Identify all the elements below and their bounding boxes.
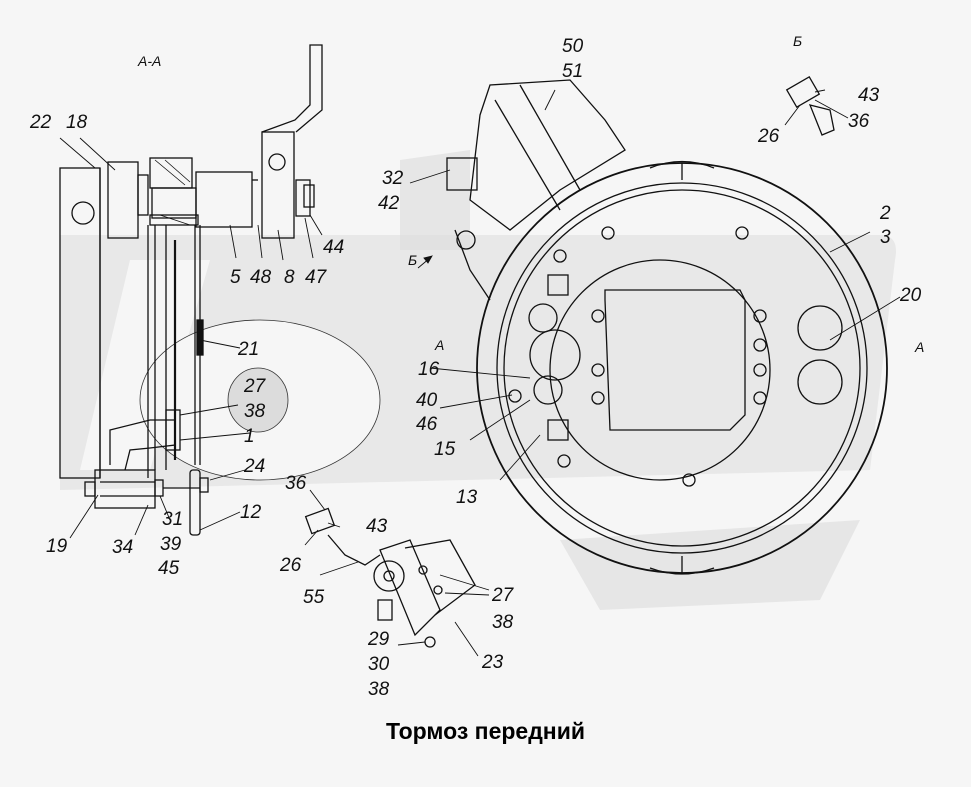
callout-27-bottom: 27 bbox=[492, 585, 514, 606]
leader-lines bbox=[59, 89, 901, 657]
callout-1: 1 bbox=[244, 426, 255, 447]
watermark bbox=[60, 150, 896, 610]
callout-45: 45 bbox=[158, 558, 180, 579]
view-b-label: Б bbox=[793, 33, 803, 49]
callout-43-top: 43 bbox=[858, 85, 880, 106]
callout-18: 18 bbox=[66, 112, 88, 133]
callout-22: 22 bbox=[30, 112, 52, 133]
section-mark-left: А bbox=[435, 337, 445, 353]
callout-42: 42 bbox=[378, 193, 400, 214]
callout-40: 40 bbox=[416, 390, 438, 411]
callout-23: 23 bbox=[482, 652, 504, 673]
callout-46: 46 bbox=[416, 414, 438, 435]
callout-2: 2 bbox=[880, 203, 891, 224]
callout-26-top: 26 bbox=[758, 126, 780, 147]
callout-36-bottom: 36 bbox=[285, 473, 307, 494]
callout-8: 8 bbox=[284, 267, 295, 288]
callout-34: 34 bbox=[112, 537, 134, 558]
brake-drum-drawing bbox=[446, 79, 888, 575]
callout-38-lower: 38 bbox=[368, 679, 390, 700]
callout-43-bottom: 43 bbox=[366, 516, 388, 537]
section-aa-drawing bbox=[59, 44, 323, 536]
callout-3: 3 bbox=[880, 227, 891, 248]
callout-26-bottom: 26 bbox=[280, 555, 302, 576]
callout-38-left: 38 bbox=[244, 401, 266, 422]
lever-bracket-detail bbox=[304, 507, 476, 648]
callout-29: 29 bbox=[368, 629, 390, 650]
callout-32: 32 bbox=[382, 168, 404, 189]
callout-48: 48 bbox=[250, 267, 272, 288]
callout-12: 12 bbox=[240, 502, 262, 523]
callout-13: 13 bbox=[456, 487, 478, 508]
callout-38-bottom: 38 bbox=[492, 612, 514, 633]
callout-50: 50 bbox=[562, 36, 584, 57]
callout-19: 19 bbox=[46, 536, 68, 557]
callout-21: 21 bbox=[238, 339, 260, 360]
callout-20: 20 bbox=[900, 285, 922, 306]
section-mark-right: А bbox=[915, 339, 925, 355]
callout-39: 39 bbox=[160, 534, 182, 555]
callout-31: 31 bbox=[162, 509, 184, 530]
section-aa-label: А-А bbox=[138, 53, 162, 69]
callout-55: 55 bbox=[303, 587, 325, 608]
callout-44: 44 bbox=[323, 237, 345, 258]
diagram-title: Тормоз передний bbox=[386, 718, 585, 744]
view-b-arrow-label: Б bbox=[408, 252, 418, 268]
callout-15: 15 bbox=[434, 439, 456, 460]
callout-47: 47 bbox=[305, 267, 327, 288]
view-b-detail bbox=[785, 75, 835, 136]
callout-36-top: 36 bbox=[848, 111, 870, 132]
callout-27-left: 27 bbox=[244, 376, 266, 397]
callout-51: 51 bbox=[562, 61, 584, 82]
callout-24: 24 bbox=[244, 456, 266, 477]
callout-16: 16 bbox=[418, 359, 440, 380]
callout-5: 5 bbox=[230, 267, 241, 288]
callout-30: 30 bbox=[368, 654, 390, 675]
